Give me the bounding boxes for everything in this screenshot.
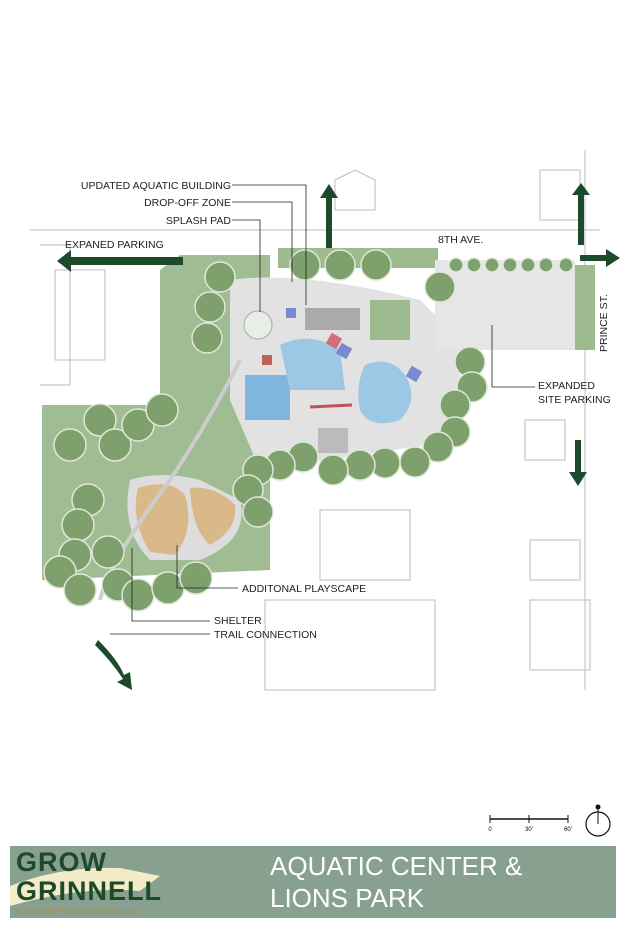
arrow-north-east <box>572 183 590 245</box>
label-updated-aquatic-building: UPDATED AQUATIC BUILDING <box>81 180 231 192</box>
title-banner: GROW GRINNELL A Vision for Parks and Rec… <box>10 846 616 918</box>
scale-tick-30: 30' <box>525 827 533 833</box>
grow-grinnell-logo: GROW GRINNELL A Vision for Parks and Rec… <box>10 846 180 918</box>
logo-line-2: GRINNELL <box>16 876 162 906</box>
scale-tick-0: 0 <box>488 827 492 833</box>
label-shelter: SHELTER <box>214 615 262 627</box>
logo-tagline: A Vision for Parks and Recreation <box>16 907 136 916</box>
label-8th-ave: 8TH AVE. <box>438 234 483 246</box>
title-line-1: AQUATIC CENTER & <box>270 851 523 881</box>
aquatic-center <box>243 308 423 453</box>
logo-ribbon <box>10 867 160 906</box>
logo-line-1: GROW <box>16 847 107 877</box>
label-additional-playscape: ADDITONAL PLAYSCAPE <box>242 583 366 595</box>
title-line-2: LIONS PARK <box>270 883 425 913</box>
arrow-west-parking <box>57 250 183 272</box>
trees <box>43 249 574 612</box>
arrow-east <box>580 249 620 267</box>
context-buildings <box>30 150 600 691</box>
scale-tick-60: 60' <box>564 827 572 833</box>
arrow-trail <box>95 640 132 690</box>
label-splash-pad: SPLASH PAD <box>166 215 232 227</box>
north-arrow-icon <box>585 804 611 837</box>
label-prince-st: PRINCE ST. <box>598 294 610 352</box>
label-expanded-site-parking-2: SITE PARKING <box>538 394 611 406</box>
arrow-south <box>569 440 587 486</box>
label-drop-off-zone: DROP-OFF ZONE <box>144 197 231 209</box>
arrow-north <box>320 184 338 248</box>
scale-bar: 0 30' 60' <box>488 815 572 833</box>
callout-leaders <box>110 184 535 635</box>
label-expanded-parking: EXPANED PARKING <box>65 239 164 251</box>
label-expanded-site-parking-1: EXPANDED <box>538 380 595 392</box>
label-trail-connection: TRAIL CONNECTION <box>214 629 317 641</box>
page-title: AQUATIC CENTER & LIONS PARK <box>270 850 522 914</box>
direction-arrows <box>57 183 620 690</box>
